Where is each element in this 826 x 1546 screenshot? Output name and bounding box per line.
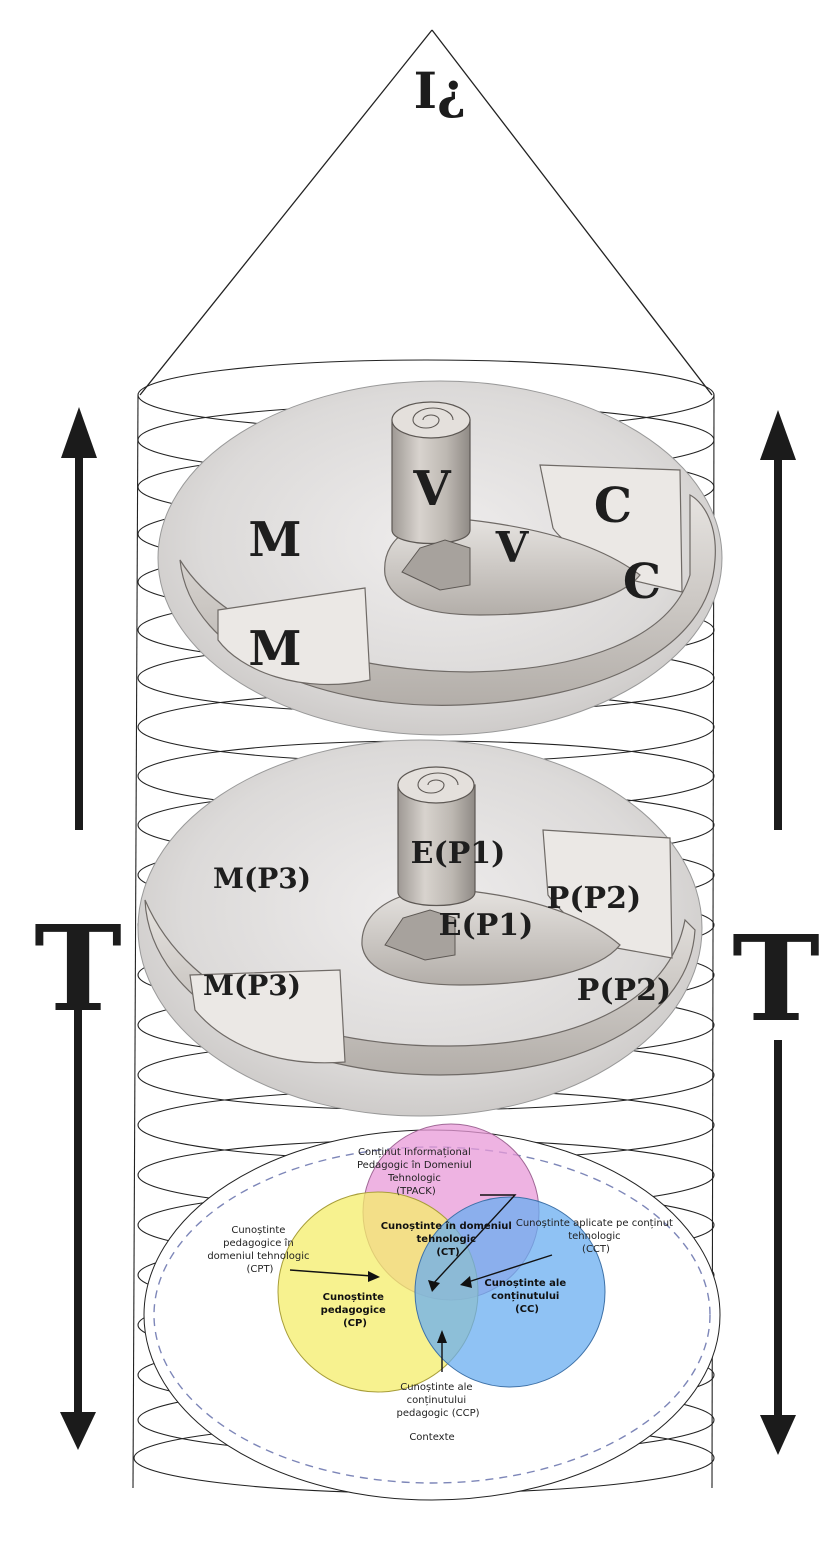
left-down-arrow-shaft [74, 975, 82, 1420]
disc-middle: E(P1) E(P1) P(P2) P(P2) M(P3) M(P3) [138, 740, 702, 1116]
right-t-label: T [732, 909, 820, 1048]
context-label: Contexte [409, 1432, 454, 1443]
disc-middle-label-p2: P(P2) [577, 973, 671, 1008]
disc-top-label-m2: M [248, 621, 301, 677]
disc-top-label-v1: V [412, 461, 451, 517]
left-down-arrowhead [60, 1412, 96, 1450]
apex-label: I¿ [414, 61, 467, 120]
left-up-arrow-shaft [75, 455, 83, 830]
left-up-arrowhead [61, 407, 97, 458]
right-down-arrow-shaft [774, 1040, 782, 1420]
disc-middle-label-e2: E(P1) [439, 908, 534, 943]
left-t-label: T [34, 899, 122, 1038]
disc-top-label-c2: C [623, 554, 661, 610]
disc-middle-label-m1: M(P3) [213, 862, 311, 895]
disc-bottom: Conținut Informațional Pedagogic în Dome… [144, 1124, 720, 1500]
disc-middle-label-m2: M(P3) [203, 969, 301, 1002]
disc-top-label-v2: V [495, 523, 530, 572]
right-up-arrow-shaft [774, 455, 782, 830]
right-up-arrowhead [760, 410, 796, 460]
disc-middle-label-p1: P(P2) [547, 881, 641, 916]
disc-middle-label-e1: E(P1) [411, 836, 506, 871]
disc-top-label-c1: C [594, 478, 632, 534]
venn-ccp-label: Cunoștinte ale conținutului pedagogic (C… [396, 1382, 479, 1419]
right-down-arrowhead [760, 1415, 796, 1455]
disc-top: V V C C M M [158, 381, 722, 735]
disc-top-label-m1: M [248, 512, 301, 568]
